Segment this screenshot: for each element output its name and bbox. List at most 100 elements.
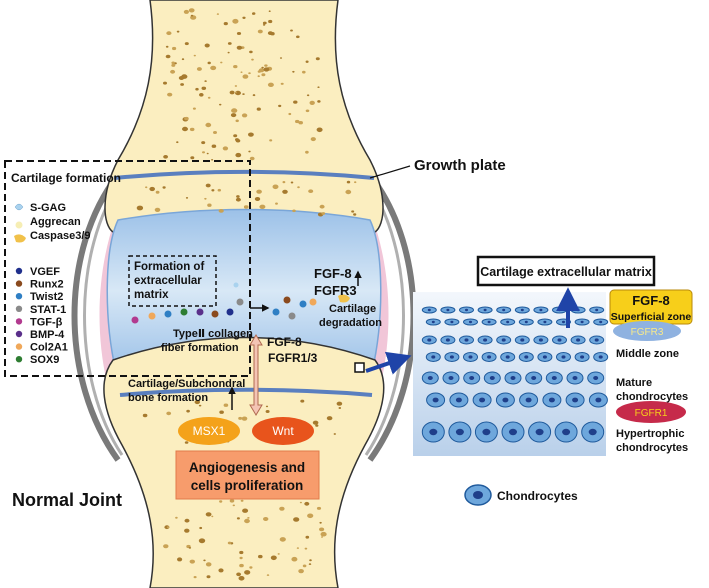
fgfr1-zone-label: FGFR1 xyxy=(635,408,668,419)
bone-pore xyxy=(316,127,323,133)
bone-pore xyxy=(235,197,241,202)
bone-pore xyxy=(351,210,355,213)
bone-pore xyxy=(279,537,286,542)
bone-pore xyxy=(178,76,185,80)
caspase-marker xyxy=(14,234,26,243)
fgf8-top-label: FGF-8 xyxy=(314,266,352,281)
bone-pore xyxy=(190,156,195,160)
bone-pore xyxy=(320,531,327,537)
bone-pore xyxy=(189,559,195,564)
chondrocyte-nucleus xyxy=(455,397,462,403)
legend-label-caspase3-9: Caspase3/9 xyxy=(30,230,91,242)
legend-top-markers xyxy=(14,203,26,243)
bone-pore xyxy=(204,80,207,82)
bone-pore xyxy=(192,107,196,110)
legend-label-tgf-: TGF-β xyxy=(30,316,63,328)
chondrocyte-nucleus xyxy=(593,376,599,380)
chondrocyte-nucleus xyxy=(588,428,597,436)
chondrocyte-nucleus xyxy=(469,320,472,324)
chondrocyte-nucleus xyxy=(446,308,450,312)
bone-pore xyxy=(232,504,235,507)
chondrocyte-nucleus xyxy=(427,338,432,342)
bone-pore xyxy=(282,189,288,194)
bone-pore xyxy=(184,116,189,121)
bone-pore xyxy=(275,202,278,205)
molecule-dot xyxy=(236,298,244,306)
zone-chondrocytes xyxy=(421,306,609,443)
bone-pore xyxy=(155,190,160,194)
bone-pore xyxy=(211,144,217,148)
growth-plate-pointer xyxy=(369,165,411,179)
hypertrophic-label-line1: Hypertrophic xyxy=(616,428,684,440)
chondrocyte-nucleus xyxy=(445,338,450,342)
bone-pore xyxy=(136,205,144,211)
legend-label-col2a1: Col2A1 xyxy=(30,342,68,354)
bone-pore xyxy=(199,526,203,530)
chondrocyte-nucleus xyxy=(595,397,602,403)
bone-pore xyxy=(235,119,239,123)
bone-pore xyxy=(223,22,228,26)
wnt-label: Wnt xyxy=(272,424,294,438)
bone-pore xyxy=(219,500,223,503)
bone-pore xyxy=(217,188,221,192)
bone-pore xyxy=(233,65,238,69)
bone-pore xyxy=(198,538,206,544)
bone-pore xyxy=(172,46,177,51)
mature-label-line2: chondrocytes xyxy=(616,391,688,403)
chondrocyte-nucleus xyxy=(561,355,566,359)
chondrocyte-nucleus xyxy=(580,320,584,324)
bone-pore xyxy=(198,404,202,407)
bone-pore xyxy=(163,155,169,159)
bone-pore xyxy=(277,553,280,555)
bone-pore xyxy=(165,45,169,48)
formation-ecm-line3: matrix xyxy=(134,289,169,301)
chondrocyte-nucleus xyxy=(543,320,547,324)
chondrocyte-nucleus xyxy=(548,397,555,403)
fgfr3-zone-label: FGFR3 xyxy=(631,327,664,338)
bone-pore xyxy=(149,186,155,192)
bone-pore xyxy=(297,186,300,189)
fgf8-zone-label: FGF-8 xyxy=(632,293,670,308)
molecule-dot xyxy=(309,298,317,306)
growth-plate-label: Growth plate xyxy=(414,157,506,174)
molecule-dot xyxy=(299,300,307,308)
bone-pore xyxy=(207,61,211,65)
bone-pore xyxy=(163,544,169,549)
bone-pore xyxy=(305,60,309,63)
bone-pore xyxy=(316,506,322,510)
bone-pore xyxy=(279,506,285,511)
chondrocyte-nucleus xyxy=(562,428,571,436)
bone-pore xyxy=(353,213,357,216)
bone-pore xyxy=(166,31,172,36)
chondrocyte-nucleus xyxy=(572,397,579,403)
chondrocyte-nucleus xyxy=(551,376,557,380)
chondrocyte-nucleus xyxy=(468,355,473,359)
chondrocyte-nucleus xyxy=(538,338,543,342)
bone-pore xyxy=(321,212,326,215)
bone-pore xyxy=(242,508,249,513)
bone-pore xyxy=(231,108,238,113)
bone-pore xyxy=(234,85,238,87)
bone-pore xyxy=(219,103,222,106)
legend-dot-vgef xyxy=(15,267,23,275)
bone-pore xyxy=(204,197,207,200)
bone-pore xyxy=(296,35,300,39)
molecule-dot xyxy=(180,308,188,316)
molecule-dot xyxy=(288,312,296,320)
bone-pore xyxy=(182,126,188,132)
formation-ecm-box xyxy=(128,255,217,307)
subchondral-line2: bone formation xyxy=(128,392,208,404)
chondrocyte-nucleus xyxy=(479,397,486,403)
subchondral-line1: Cartilage/Subchondral xyxy=(128,378,245,390)
chondrocyte-nucleus xyxy=(562,320,565,324)
molecule-dot xyxy=(164,310,172,318)
bone-pore xyxy=(171,63,176,67)
bone-pore xyxy=(304,547,308,550)
wnt-ellipse xyxy=(252,417,314,445)
chondrocyte-nucleus xyxy=(557,338,562,342)
zoom-arrow xyxy=(365,351,412,375)
legend-factor-labels: VGEFRunx2Twist2STAT-1TGF-βBMP-4Col2A1SOX… xyxy=(30,266,68,366)
bone-pore xyxy=(305,109,310,113)
chondrocyte-nucleus xyxy=(572,376,578,380)
